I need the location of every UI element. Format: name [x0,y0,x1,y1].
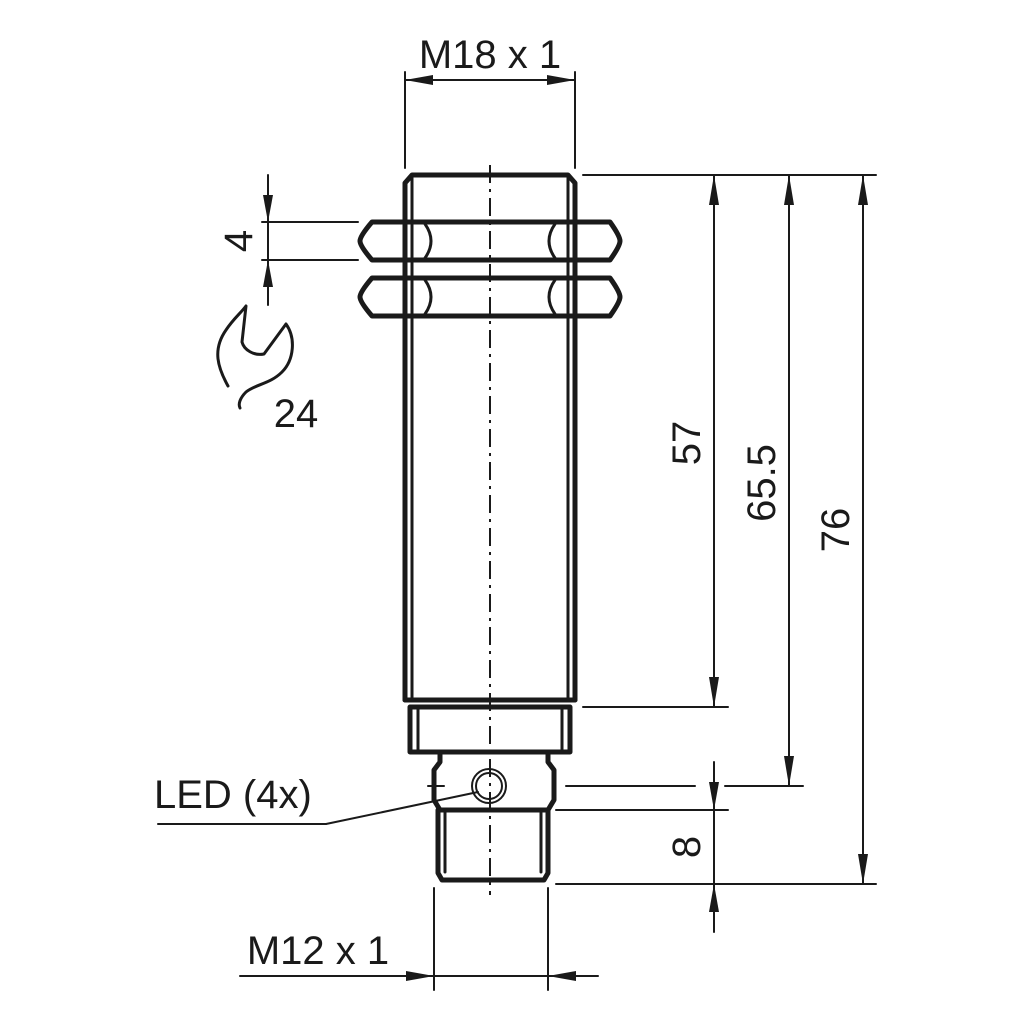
dim-8-label: 8 [665,836,709,858]
nut-upper [357,219,623,263]
dimension-thread-bottom [239,887,599,991]
nut-thickness-label: 4 [217,230,261,252]
led-leader [157,791,479,825]
dimension-65-5 [784,174,794,787]
dimension-76 [858,174,868,885]
dimension-57 [709,174,719,708]
extension-lines [427,174,877,885]
dimension-nut-thickness [261,174,359,306]
dim-65-5-label: 65.5 [740,444,784,522]
nut-lower [357,275,623,319]
wrench-size-label: 24 [274,392,319,436]
led-label: LED (4x) [154,773,312,817]
thread-bottom-label: M12 x 1 [247,929,389,973]
wrench-icon [216,304,294,410]
dim-57-label: 57 [665,421,709,466]
dimension-thread-top [404,71,576,169]
dim-76-label: 76 [814,508,858,553]
thread-top-label: M18 x 1 [419,33,561,77]
dimension-8 [709,761,719,933]
